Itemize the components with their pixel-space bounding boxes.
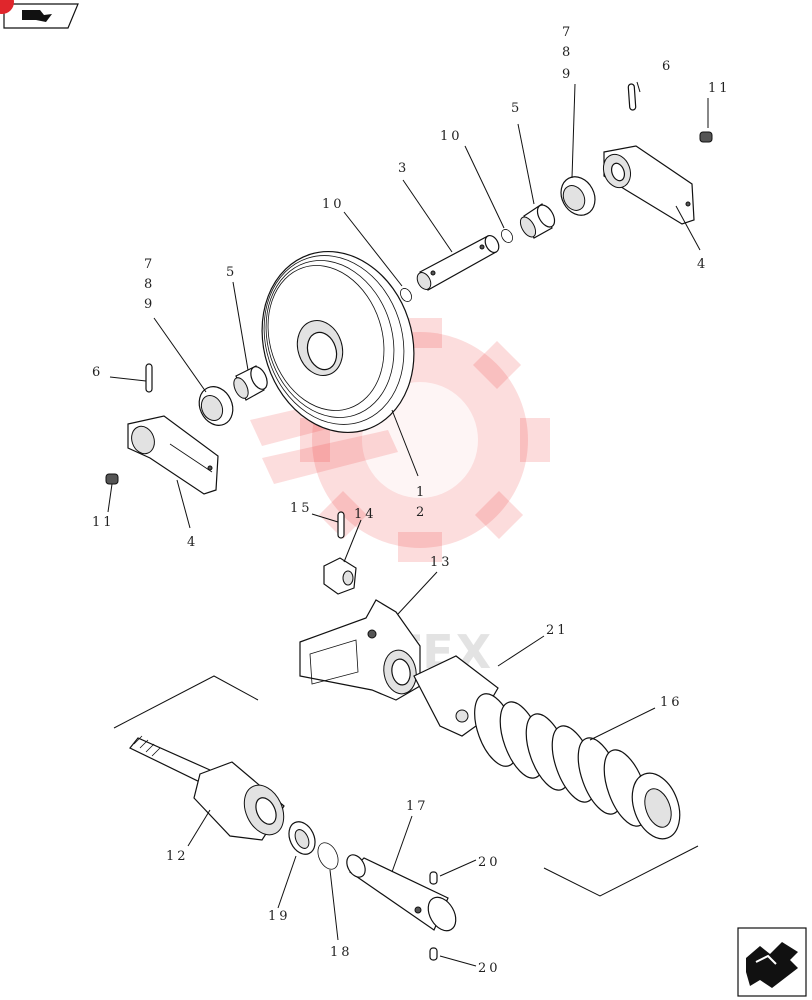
part-pin-20-top [429,871,438,885]
red-badge [0,0,14,14]
callout-20-top: 20 [478,855,501,870]
part-bushing-left [233,365,268,401]
part-ring-19 [288,821,316,855]
callout-13: 13 [430,555,453,570]
part-threaded-rod [129,735,285,841]
part-yoke [299,599,421,701]
part-pin-15 [337,511,345,539]
part-idler-wheel [261,250,415,434]
callout-19: 19 [268,909,291,924]
part-nut-14 [323,557,357,595]
callout-21: 21 [546,623,569,638]
callout-4-right: 4 [697,257,708,272]
part-o-ring-18 [317,842,339,870]
part-pin-17 [346,854,457,932]
callout-4-left: 4 [187,535,198,550]
part-bracket-right [602,145,695,225]
part-o-ring-right [501,229,513,243]
callout-5-left: 5 [226,265,237,280]
callout-2: 2 [416,505,427,520]
part-spring [474,693,681,840]
leader-lines [107,81,709,967]
part-o-ring-left [400,288,412,302]
callout-11-right: 11 [708,81,731,96]
callout-15: 15 [290,501,313,516]
top-nav-button[interactable] [0,0,79,29]
callout-8-left: 8 [144,277,155,292]
callout-9-right: 9 [562,67,573,82]
callout-11-left: 11 [92,515,115,530]
callout-12: 12 [166,849,189,864]
callout-17: 17 [406,799,429,814]
part-pin-right [627,83,637,111]
part-fitting-left [105,473,119,485]
callout-6-left: 6 [92,365,103,380]
part-pin-20-bottom [429,947,438,961]
back-arrow-icon [22,10,52,22]
callout-1: 1 [416,485,427,500]
callout-3: 3 [398,161,409,176]
part-pin-left [145,363,153,393]
next-arrow-icon [746,942,798,988]
callout-10-left: 10 [322,197,345,212]
callout-20-bottom: 20 [478,961,501,976]
callout-labels: 1 2 3 4 4 5 5 6 6 7 8 9 7 8 9 10 10 11 1… [92,25,731,976]
callout-10-right: 10 [440,129,463,144]
callout-16: 16 [660,695,683,710]
callout-8-right: 8 [562,45,573,60]
callout-6-right: 6 [662,59,673,74]
callout-9-left: 9 [144,297,155,312]
callout-5-right: 5 [511,101,522,116]
callout-7-right: 7 [562,25,573,40]
callout-7-left: 7 [144,257,155,272]
part-seal-right [560,176,596,216]
part-bushing-right [519,203,556,239]
callout-18: 18 [330,945,353,960]
part-bracket-left [127,415,219,495]
bottom-nav-button[interactable] [737,927,807,997]
part-seal-left [198,386,234,426]
callout-14: 14 [354,507,377,522]
part-shaft [416,234,500,291]
part-fitting-right [699,131,713,143]
